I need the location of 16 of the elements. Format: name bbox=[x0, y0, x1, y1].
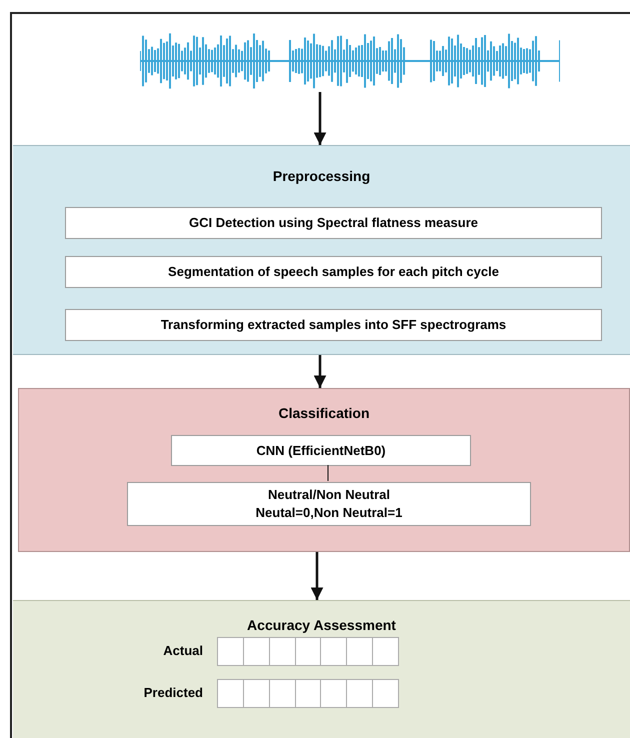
stage-panel bbox=[13, 600, 630, 738]
row-label: Actual bbox=[162, 642, 203, 660]
stage-title: Classification bbox=[277, 404, 371, 423]
process-box: Segmentation of speech samples for each pitch cycle bbox=[65, 256, 602, 288]
process-box: Neutral/Non Neutral Neutal=0,Non Neutral=1 bbox=[127, 482, 531, 526]
arrow bbox=[314, 92, 326, 145]
arrow bbox=[314, 355, 326, 388]
stage-title: Accuracy Assessment bbox=[246, 616, 397, 635]
stage-panel bbox=[18, 388, 630, 552]
process-box: Transforming extracted samples into SFF spectrograms bbox=[65, 309, 602, 341]
process-box: CNN (EfficientNetB0) bbox=[171, 435, 471, 466]
stage-title: Preprocessing bbox=[272, 167, 372, 186]
row-label: Predicted bbox=[142, 684, 203, 702]
stage-panel bbox=[13, 145, 630, 355]
arrow bbox=[310, 552, 324, 600]
process-box: GCI Detection using Spectral flatness measure bbox=[65, 207, 602, 239]
